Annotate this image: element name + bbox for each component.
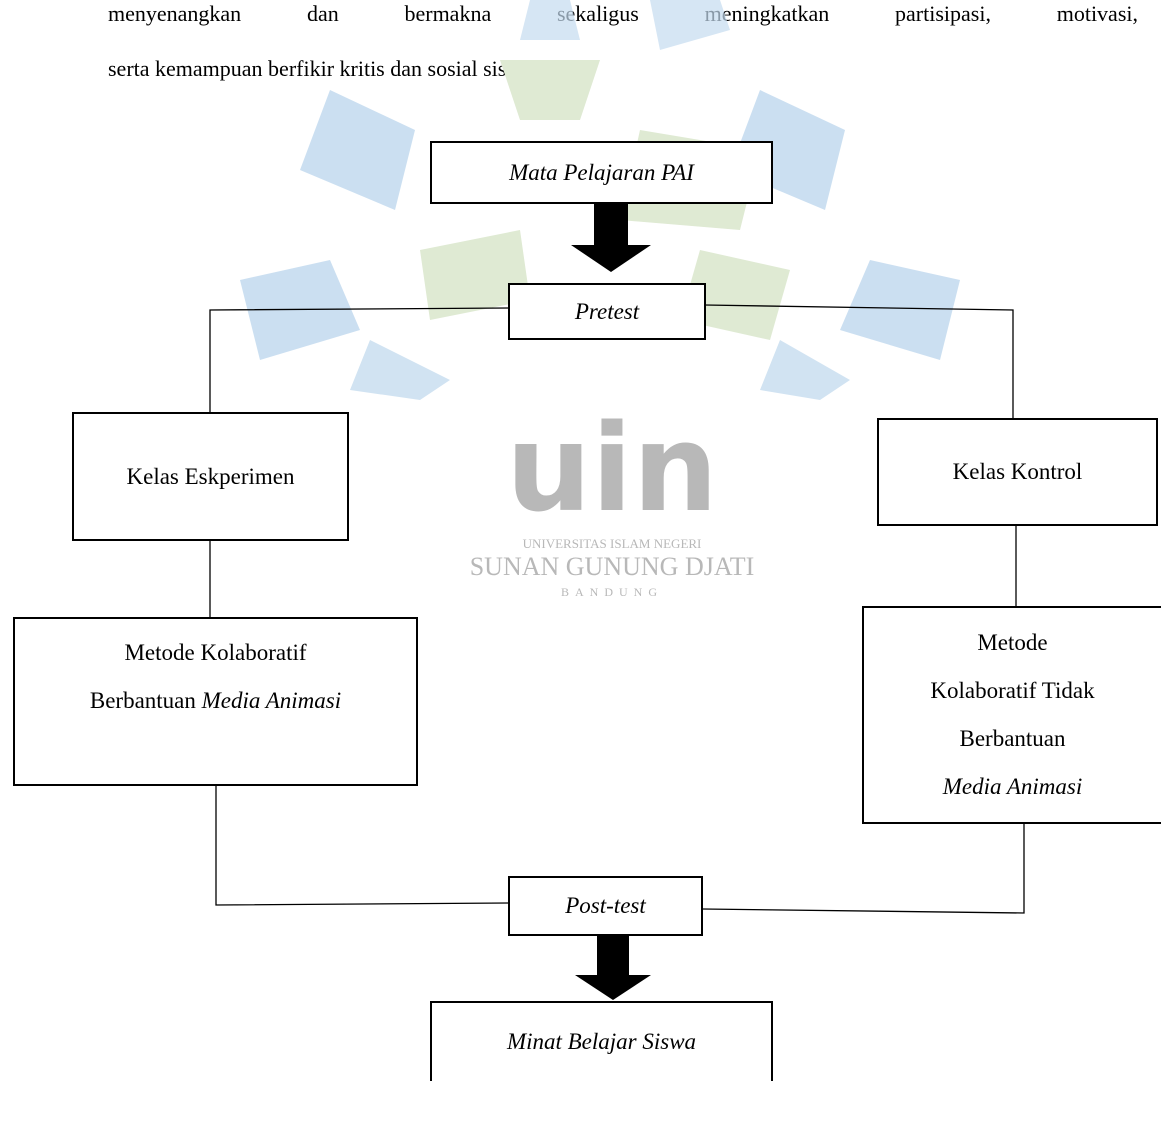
- experiment-method-line-1: Metode Kolaboratif: [124, 640, 307, 665]
- experiment-method-line-2: Berbantuan Media Animasi: [90, 677, 341, 725]
- connector-pretest-to-experiment: [209, 307, 509, 414]
- watermark-university-line: UNIVERSITAS ISLAM NEGERI: [523, 536, 702, 551]
- connector-method-to-posttest-right: [702, 823, 1025, 914]
- control-method-line-2: Kolaboratif Tidak: [930, 678, 1095, 703]
- box-experiment-class: Kelas Eskperimen: [72, 412, 349, 541]
- experiment-method-prefix: Berbantuan: [89, 688, 202, 713]
- box-result: Minat Belajar Siswa: [430, 1001, 773, 1081]
- intro-paragraph: menyenangkan dan bermakna sekaligus meni…: [108, 0, 1138, 96]
- control-method-line-3: Berbantuan: [959, 726, 1066, 751]
- control-method-line-1: Metode: [977, 630, 1048, 655]
- down-arrow-icon: [575, 931, 651, 1000]
- down-arrow-icon: [571, 203, 651, 272]
- box-pretest: Pretest: [508, 283, 706, 340]
- control-method-line-4: Media Animasi: [942, 774, 1083, 799]
- box-experiment-method: Metode Kolaboratif Berbantuan Media Anim…: [13, 617, 418, 786]
- box-subject: Mata Pelajaran PAI: [430, 141, 773, 204]
- intro-line-2: serta kemampuan berfikir kritis dan sosi…: [108, 56, 538, 81]
- box-control-class: Kelas Kontrol: [877, 418, 1158, 526]
- watermark-name-line: SUNAN GUNUNG DJATI: [470, 552, 755, 581]
- box-control-method: Metode Kolaboratif Tidak Berbantuan Medi…: [862, 606, 1161, 824]
- watermark-city-line: BANDUNG: [561, 585, 663, 599]
- intro-line-1: menyenangkan dan bermakna sekaligus meni…: [108, 1, 1138, 26]
- experiment-method-media: Media Animasi: [201, 688, 342, 713]
- connector-method-to-posttest-left: [215, 785, 509, 906]
- connector-pretest-to-control: [704, 304, 1014, 418]
- box-posttest: Post-test: [508, 876, 703, 936]
- watermark-logo-text: uin: [506, 400, 718, 539]
